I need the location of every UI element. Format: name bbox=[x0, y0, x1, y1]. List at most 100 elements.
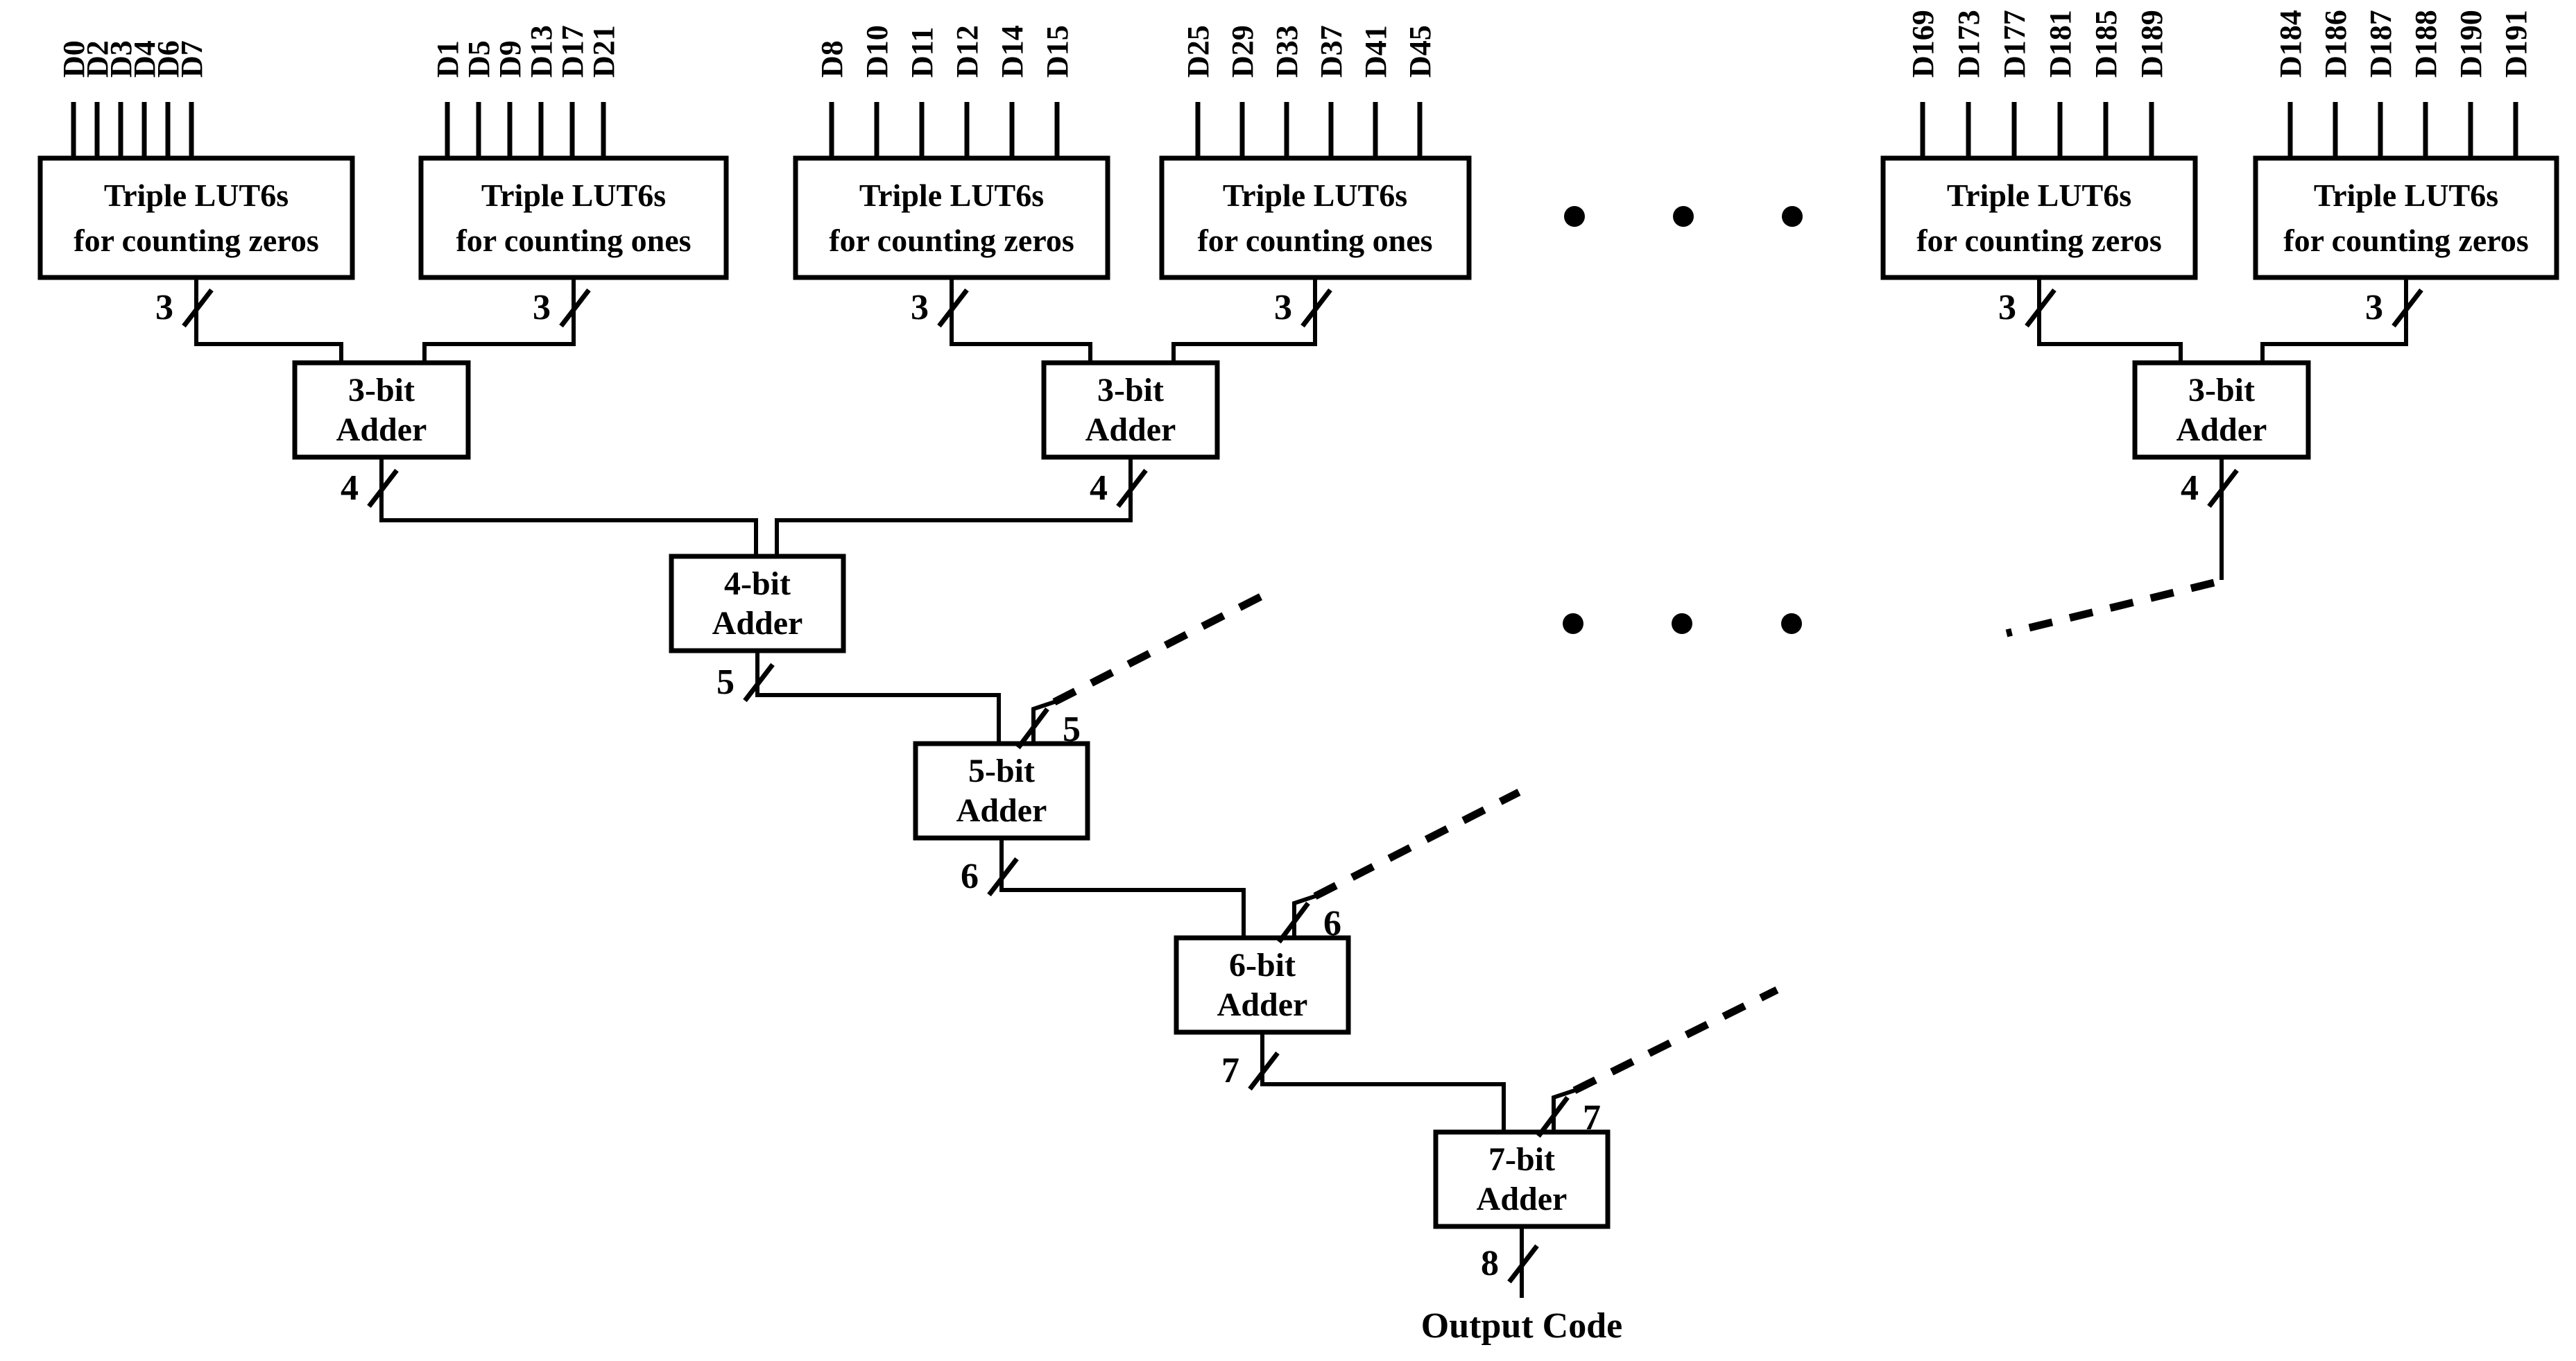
bus-width-label: 3 bbox=[1998, 288, 2016, 327]
lut-block-label-line1: Triple LUT6s bbox=[1947, 178, 2131, 213]
adder-label-line1: 6-bit bbox=[1229, 947, 1296, 984]
bus-width-label: 4 bbox=[2181, 468, 2199, 508]
lut-block-label-line2: for counting ones bbox=[456, 223, 691, 258]
pin-label: D2 bbox=[80, 40, 114, 78]
bus-wire bbox=[379, 455, 758, 558]
adder-3bit-a[interactable]: 3-bit Adder 4 bbox=[292, 360, 758, 558]
adder-7bit[interactable]: 7-bit Adder 7 8 Output Code bbox=[1421, 986, 1779, 1346]
bus-width-slash bbox=[2207, 468, 2239, 508]
bus-width-slash bbox=[987, 857, 1019, 897]
pin-label: D169 bbox=[1906, 10, 1940, 78]
bus-width-slash bbox=[559, 288, 591, 328]
pin-label: D1 bbox=[431, 40, 465, 78]
lut-block-1[interactable]: D1 D5 D9 D13 D17 D21 Triple LUT6s for co… bbox=[418, 25, 729, 365]
lut-block-label-line1: Triple LUT6s bbox=[104, 178, 289, 213]
lut-block-body[interactable] bbox=[793, 155, 1110, 280]
bus-wire bbox=[1260, 1030, 1506, 1134]
adder-5bit[interactable]: 5-bit Adder 5 6 bbox=[913, 593, 1263, 940]
bus-width-label: 4 bbox=[341, 468, 359, 508]
dashed-continuation-line bbox=[2005, 579, 2215, 637]
pin-label: D3 bbox=[104, 40, 138, 78]
input-width-label: 5 bbox=[1063, 710, 1081, 749]
lut-block-label-line1: Triple LUT6s bbox=[1223, 178, 1407, 213]
pin-label: D21 bbox=[587, 25, 621, 78]
bus-wire bbox=[2260, 275, 2408, 365]
lut-block-body[interactable] bbox=[1159, 155, 1472, 280]
lut-block-3[interactable]: D25 D29 D33 D37 D41 D45 Triple LUT6s for… bbox=[1159, 25, 1472, 365]
adder-3bit-c[interactable]: 3-bit Adder 4 bbox=[2005, 360, 2311, 637]
lut-block-body[interactable] bbox=[418, 155, 729, 280]
adder-label-line2: Adder bbox=[2176, 411, 2267, 448]
adder-label-line1: 4-bit bbox=[724, 565, 791, 602]
pin-label: D185 bbox=[2089, 10, 2123, 78]
bus-wire bbox=[2037, 275, 2183, 365]
adder-4bit[interactable]: 4-bit Adder 5 bbox=[669, 554, 1001, 746]
pin-label: D10 bbox=[860, 25, 894, 78]
bus-wire bbox=[194, 275, 343, 365]
input-stub-wire bbox=[1292, 893, 1318, 940]
ellipsis-dot bbox=[1672, 613, 1692, 634]
pin-label: D8 bbox=[815, 40, 849, 78]
pin-label: D13 bbox=[524, 25, 558, 78]
pin-label: D29 bbox=[1226, 25, 1260, 78]
pin-label: D188 bbox=[2409, 10, 2443, 78]
adder-label-line1: 7-bit bbox=[1488, 1141, 1555, 1178]
input-width-slash bbox=[1536, 1095, 1570, 1138]
adder-3bit-b[interactable]: 3-bit Adder 4 bbox=[775, 360, 1220, 558]
bus-width-slash bbox=[1507, 1244, 1539, 1284]
lut-block-0[interactable]: D0 D2 D3 D4 D6 D7 Triple LUT6s for count… bbox=[37, 40, 355, 365]
bus-wire bbox=[999, 836, 1246, 940]
pin-label: D14 bbox=[995, 25, 1029, 78]
bus-width-label: 3 bbox=[155, 288, 173, 327]
bus-wire bbox=[950, 275, 1092, 365]
adder-body[interactable] bbox=[669, 554, 846, 653]
pin-label: D173 bbox=[1952, 10, 1986, 78]
bus-width-label: 3 bbox=[2365, 288, 2383, 327]
bus-width-slash bbox=[743, 662, 775, 703]
pin-label: D25 bbox=[1181, 25, 1215, 78]
lut-block-body[interactable] bbox=[1880, 155, 2198, 280]
ellipsis-dot bbox=[1673, 206, 1694, 227]
pin-label: D5 bbox=[462, 40, 496, 78]
pin-label: D181 bbox=[2043, 10, 2077, 78]
input-stub-wire bbox=[1031, 699, 1057, 746]
adder-label-line2: Adder bbox=[1085, 411, 1176, 448]
bus-width-label: 6 bbox=[961, 857, 979, 896]
pin-label: D45 bbox=[1403, 25, 1437, 78]
adder-body[interactable] bbox=[1041, 360, 1220, 460]
adder-label-line1: 3-bit bbox=[2188, 372, 2255, 409]
lut-block-label-line2: for counting zeros bbox=[829, 223, 1074, 258]
lut-block-4[interactable]: D169 D173 D177 D181 D185 D189 Triple LUT… bbox=[1880, 10, 2198, 365]
lut-block-2[interactable]: D8 D10 D11 D12 D14 D15 Triple LUT6s for … bbox=[793, 25, 1110, 365]
pin-label: D37 bbox=[1314, 25, 1348, 78]
bus-width-label: 7 bbox=[1221, 1051, 1239, 1090]
lut-block-label-line1: Triple LUT6s bbox=[2314, 178, 2498, 213]
lut-block-body[interactable] bbox=[2253, 155, 2559, 280]
adder-body[interactable] bbox=[1174, 935, 1351, 1035]
ellipsis-dot bbox=[1563, 613, 1583, 634]
input-width-label: 7 bbox=[1583, 1098, 1601, 1138]
bus-width-label: 3 bbox=[1274, 288, 1292, 327]
dashed-continuation-line bbox=[1052, 593, 1263, 705]
pin-label: D4 bbox=[128, 40, 162, 78]
pin-label: D0 bbox=[57, 40, 91, 78]
bus-width-label: 8 bbox=[1481, 1244, 1499, 1283]
lut-block-5[interactable]: D184 D186 D187 D188 D190 D191 Triple LUT… bbox=[2253, 10, 2559, 365]
adder-6bit[interactable]: 6-bit Adder 6 7 bbox=[1174, 789, 1521, 1134]
adder-label-line2: Adder bbox=[1217, 986, 1308, 1023]
adder-body[interactable] bbox=[2132, 360, 2311, 460]
bus-wire bbox=[1171, 275, 1317, 365]
pin-label: D186 bbox=[2319, 10, 2353, 78]
lut-block-label-line1: Triple LUT6s bbox=[859, 178, 1044, 213]
adder-label-line1: 5-bit bbox=[968, 753, 1035, 789]
pin-label: D191 bbox=[2499, 10, 2533, 78]
adder-label-line1: 3-bit bbox=[348, 372, 415, 409]
ellipsis-dot bbox=[1781, 613, 1802, 634]
pin-label: D184 bbox=[2274, 10, 2308, 78]
pin-label: D177 bbox=[1998, 10, 2032, 78]
lut-block-body[interactable] bbox=[37, 155, 355, 280]
bus-width-slash bbox=[2392, 288, 2423, 328]
ellipsis-top-row bbox=[1564, 206, 1803, 227]
